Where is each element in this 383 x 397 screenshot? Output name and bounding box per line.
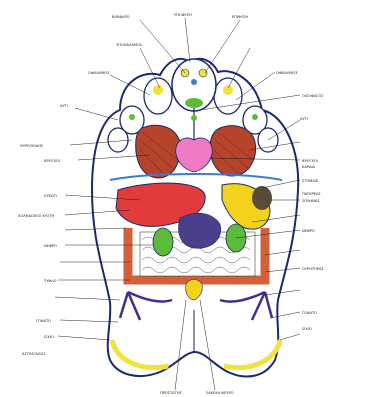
label-left-5: ΣΥΚΩΤΙ bbox=[44, 194, 57, 198]
toe-green-right bbox=[252, 114, 258, 120]
labels-bottom: ΠΡΟΣΤΑΤΗΣ ΣΑΚΡΑΛ ΝΕΥΡΟ bbox=[160, 391, 234, 395]
label-right-2: ΑΥΤΙ bbox=[300, 117, 308, 121]
lung-left bbox=[136, 125, 181, 178]
label-right-4: ΒΡΟΓΧΟΙ bbox=[302, 159, 318, 163]
eye-right-spot bbox=[199, 69, 207, 77]
label-right-9: ΝΕΦΡΟ bbox=[302, 229, 315, 233]
toe-pad-right-1 bbox=[214, 78, 242, 114]
label-top-1: ΒΛΕΦΑΡΟ bbox=[112, 15, 130, 19]
label-left-7: ΝΕΦΡΟ bbox=[44, 244, 57, 248]
label-left-6: ΧΟΛΗΔΟΧΟΣ ΚΥΣΤΗ bbox=[18, 214, 54, 218]
label-right-10: ΟΥΡΗΤΗΡΑΣ bbox=[302, 267, 324, 271]
lung-right bbox=[210, 126, 256, 176]
label-top-2: ΥΠΟΦΥΣΗ bbox=[174, 13, 192, 17]
label-left-1: ΟΦΘΑΛΜΟΣ bbox=[88, 71, 110, 75]
label-left-10: ΙΣΧΙΟ bbox=[44, 335, 54, 339]
neck-point bbox=[191, 115, 197, 121]
toe-pad-left-3 bbox=[108, 128, 128, 152]
toe-yellow-right bbox=[223, 85, 233, 95]
kidney-left bbox=[153, 228, 173, 256]
label-left-3: ΘΥΡΕΟΕΙΔΗΣ bbox=[20, 144, 44, 148]
label-right-12: ΙΣΧΙΟ bbox=[302, 327, 312, 331]
thyroid-zone bbox=[185, 98, 203, 108]
label-right-6: ΣΤΟΜΑΧΙ bbox=[302, 179, 318, 183]
label-right-1: ΟΦΘΑΛΜΟΣ bbox=[276, 71, 298, 75]
label-right-3: ΟΙΣΟΦΑΓΟΣ bbox=[302, 94, 324, 98]
label-left-11: ΑΣΤΡΑΓΑΛΟΣ bbox=[22, 352, 46, 356]
label-bottom-2: ΣΑΚΡΑΛ ΝΕΥΡΟ bbox=[206, 391, 234, 395]
label-right-5: ΚΑΡΔΙΑ bbox=[302, 165, 316, 169]
labels-top: ΒΛΕΦΑΡΟ ΥΠΟΦΥΣΗ ΥΠΟΘΑΛΑΜΟΣ ΕΠΙΦΥΣΗ bbox=[112, 13, 248, 47]
label-top-4: ΕΠΙΦΥΣΗ bbox=[232, 15, 248, 19]
label-bottom-1: ΠΡΟΣΤΑΤΗΣ bbox=[160, 391, 183, 395]
toe-pad-left-1 bbox=[144, 78, 172, 114]
label-right-8: ΣΠΛΗΝΑΣ bbox=[302, 199, 320, 203]
label-right-11: ΓΟΝΑΤΟ bbox=[302, 311, 317, 315]
label-left-2: ΑΥΤΙ bbox=[60, 104, 68, 108]
label-left-9: ΓΟΝΑΤΟ bbox=[36, 319, 51, 323]
toe-green-left bbox=[129, 114, 135, 120]
pancreas-zone bbox=[179, 213, 221, 248]
label-left-4: ΒΡΟΓΧΟΙ bbox=[44, 159, 60, 163]
label-top-3: ΥΠΟΘΑΛΑΜΟΣ bbox=[116, 43, 143, 47]
spleen-zone bbox=[252, 186, 272, 210]
label-left-8: ΤΥΦΛΟ bbox=[43, 279, 57, 283]
label-right-7: ΠΑΓΚΡΕΑΣ bbox=[302, 192, 321, 196]
pituitary-spot bbox=[191, 79, 197, 85]
toe-yellow-left bbox=[153, 85, 163, 95]
